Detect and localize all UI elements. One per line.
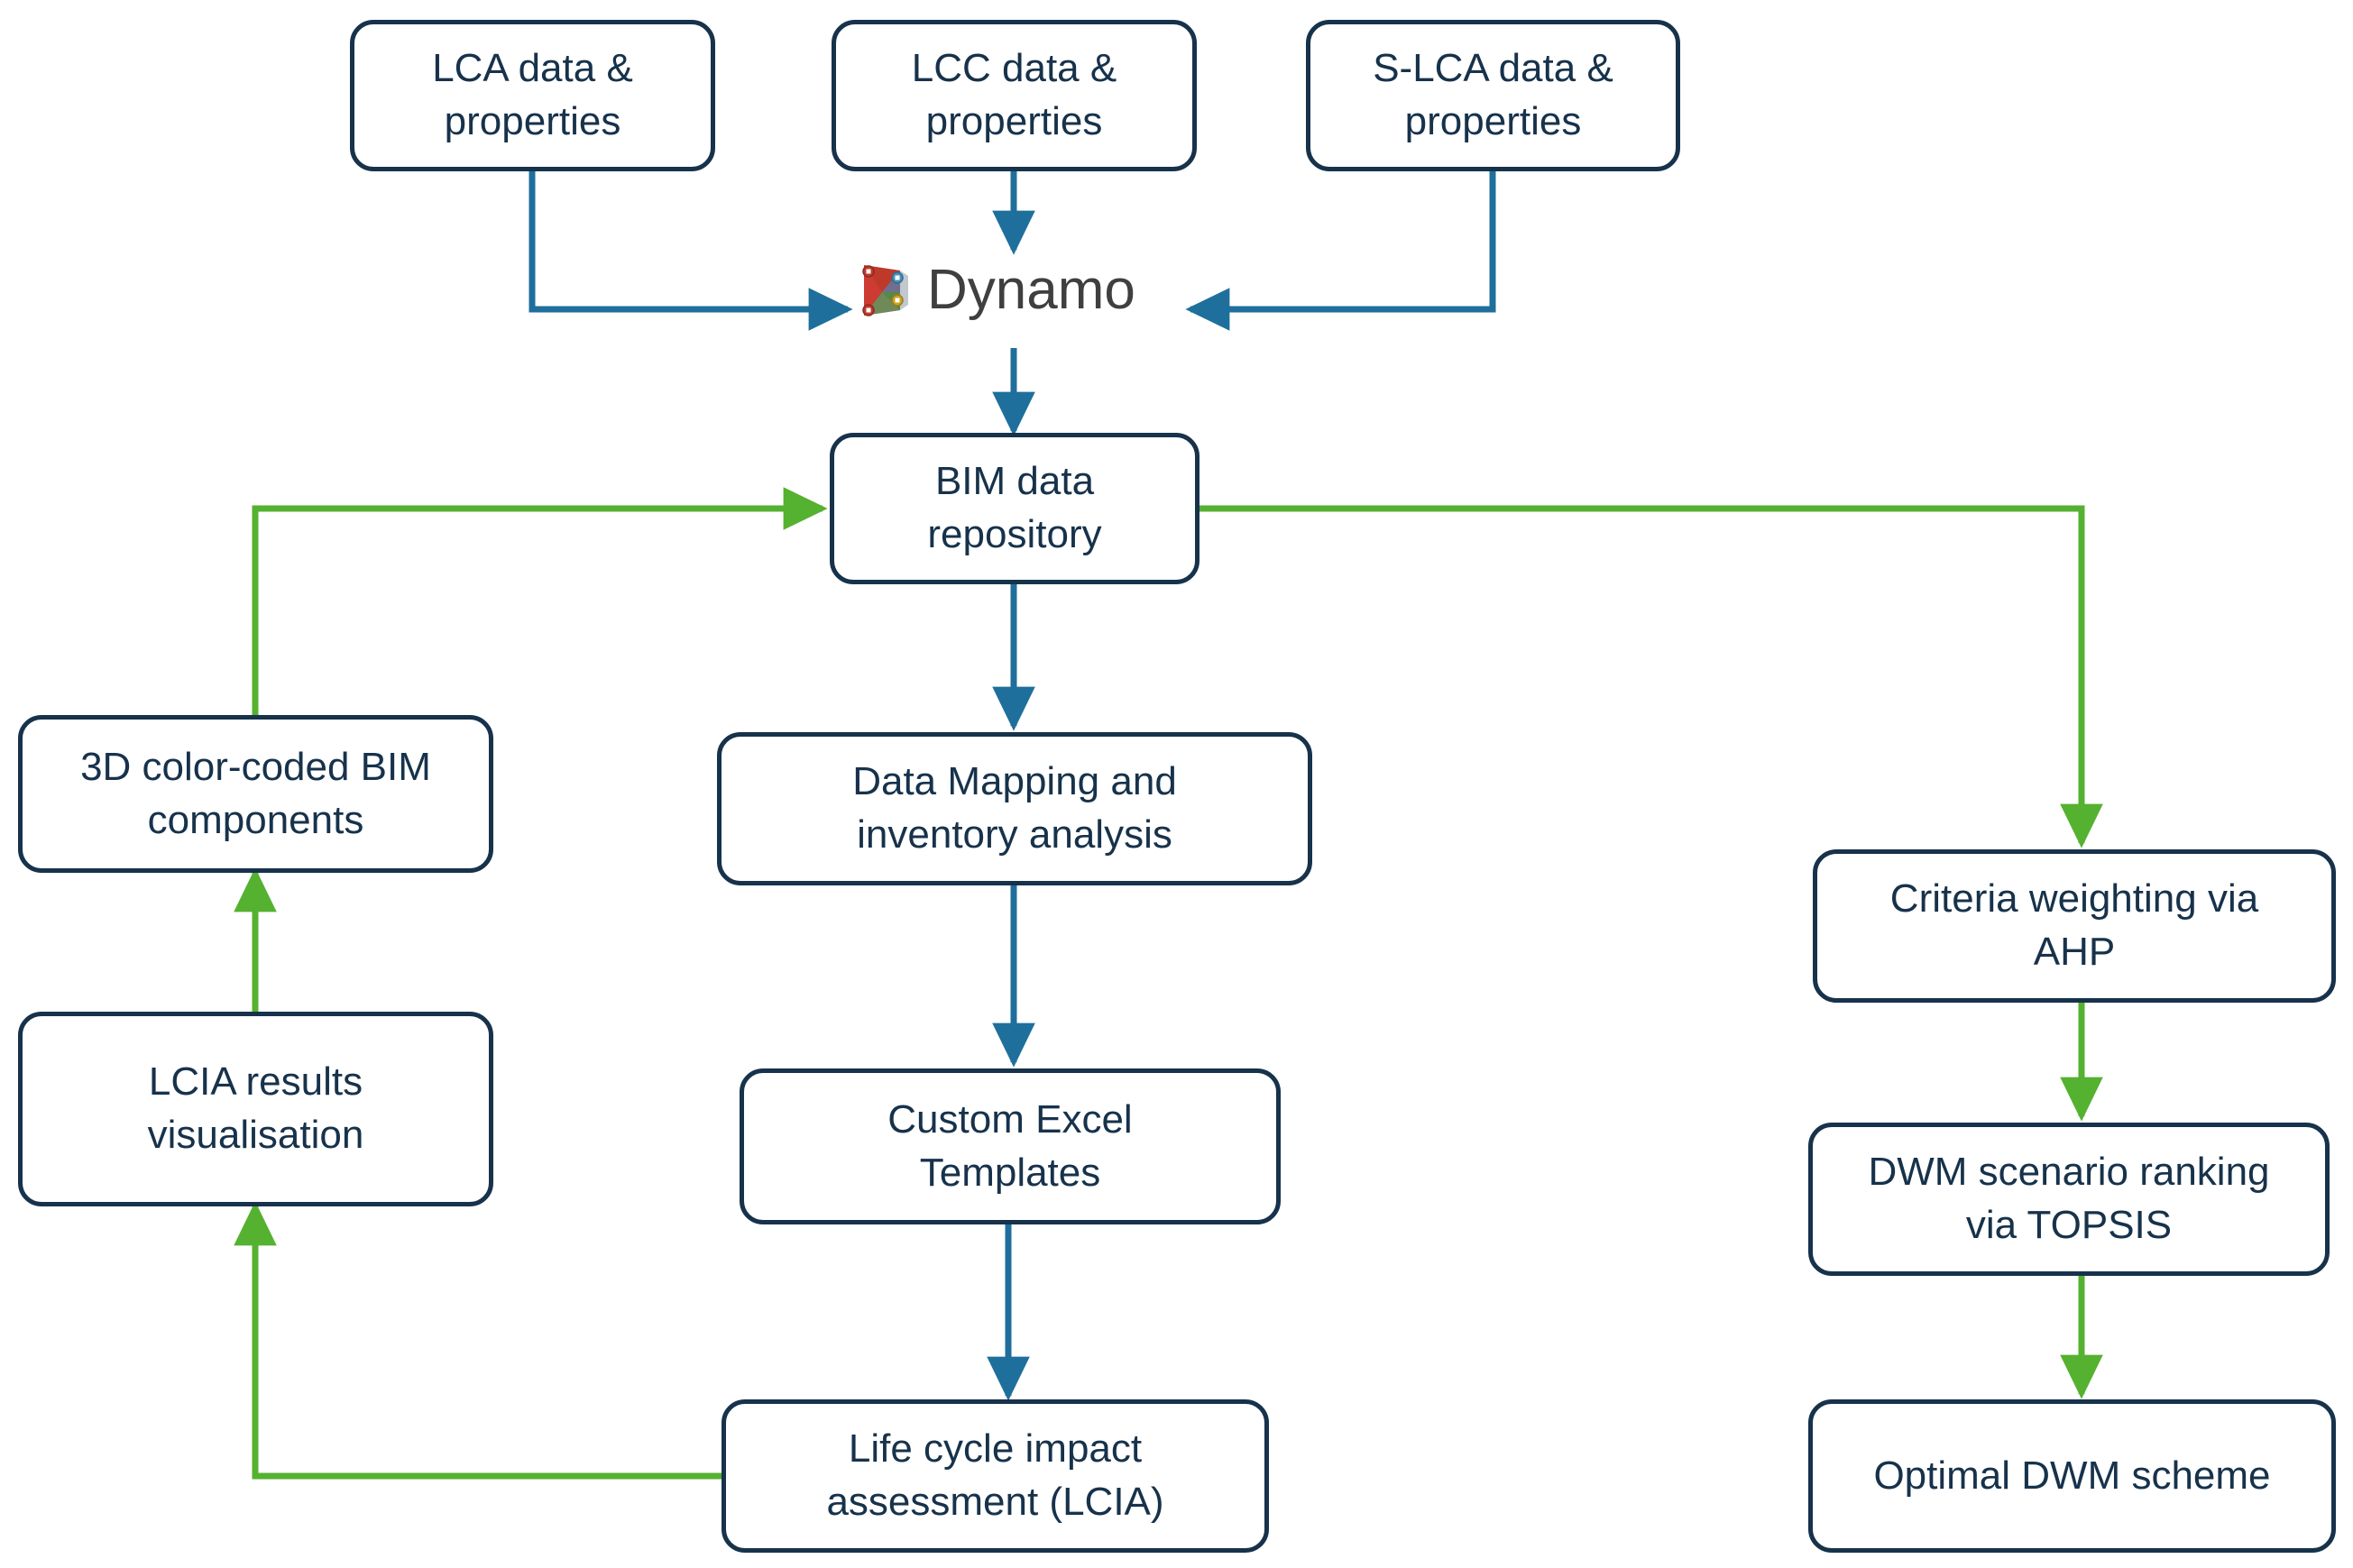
node-lcia[interactable]: Life cycle impact assessment (LCIA) (722, 1399, 1269, 1553)
node-dwm-scenario-ranking-label: DWM scenario ranking via TOPSIS (1868, 1150, 2270, 1247)
node-data-mapping[interactable]: Data Mapping and inventory analysis (717, 732, 1312, 885)
node-3d-bim-components[interactable]: 3D color-coded BIM components (18, 715, 493, 873)
node-criteria-weighting-ahp[interactable]: Criteria weighting via AHP (1813, 849, 2336, 1003)
node-slca-data-label: S-LCA data & properties (1373, 46, 1613, 143)
node-bim-repository-label: BIM data repository (927, 459, 1102, 556)
edge-slca-to-dynamo (1185, 171, 1496, 331)
node-dwm-scenario-ranking[interactable]: DWM scenario ranking via TOPSIS (1808, 1123, 2330, 1276)
node-lcc-data[interactable]: LCC data & properties (832, 20, 1197, 171)
node-slca-data[interactable]: S-LCA data & properties (1306, 20, 1680, 171)
node-bim-repository[interactable]: BIM data repository (830, 433, 1199, 584)
node-3d-bim-components-label: 3D color-coded BIM components (80, 744, 431, 842)
node-lcia-visualisation-label: LCIA results visualisation (147, 1059, 364, 1157)
dynamo-logo-icon (859, 260, 915, 321)
edge-bim-to-ahp (1199, 505, 2103, 848)
dynamo-label: Dynamo (927, 259, 1135, 321)
node-custom-excel-templates[interactable]: Custom Excel Templates (740, 1068, 1281, 1224)
edge-lcia-to-vis (234, 1201, 722, 1480)
node-data-mapping-label: Data Mapping and inventory analysis (852, 759, 1177, 857)
node-lca-data-label: LCA data & properties (432, 46, 633, 143)
node-optimal-dwm-scheme-label: Optimal DWM scheme (1873, 1453, 2271, 1498)
node-lcc-data-label: LCC data & properties (911, 46, 1117, 143)
edge-lca-to-dynamo (529, 171, 853, 331)
node-custom-excel-templates-label: Custom Excel Templates (887, 1096, 1133, 1195)
node-lcia-label: Life cycle impact assessment (LCIA) (826, 1426, 1164, 1524)
edge-3d-to-bim (252, 487, 828, 715)
node-lcia-visualisation[interactable]: LCIA results visualisation (18, 1012, 493, 1206)
node-lca-data[interactable]: LCA data & properties (350, 20, 715, 171)
dynamo-tool[interactable]: Dynamo (859, 260, 1135, 321)
node-optimal-dwm-scheme[interactable]: Optimal DWM scheme (1808, 1399, 2336, 1553)
node-criteria-weighting-ahp-label: Criteria weighting via AHP (1889, 876, 2259, 974)
